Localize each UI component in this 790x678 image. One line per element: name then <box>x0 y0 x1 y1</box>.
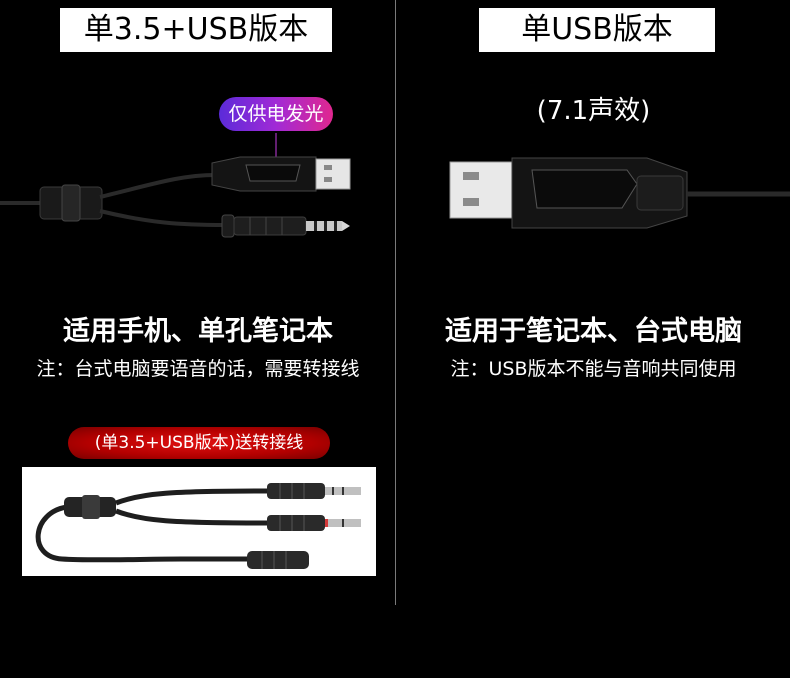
right-subtitle: (7.1声效) <box>536 96 651 126</box>
left-headline: 适用手机、单孔笔记本 <box>63 316 333 347</box>
left-note: 注：台式电脑要语音的话，需要转接线 <box>36 358 360 380</box>
adapter-photo <box>22 467 376 576</box>
left-title: 单3.5+USB版本 <box>60 8 332 52</box>
right-panel: 单USB版本 (7.1声效) 适用于笔记本、台式电脑 注：USB版本不能与音响共… <box>397 0 790 678</box>
y-splitter-adapter-icon <box>35 483 361 569</box>
panel-divider <box>395 0 396 605</box>
right-headline: 适用于笔记本、台式电脑 <box>445 316 742 347</box>
right-title: 单USB版本 <box>479 8 715 52</box>
light-badge: 仅供电发光 <box>219 97 333 131</box>
adapter-badge: (单3.5+USB版本)送转接线 <box>68 427 330 459</box>
left-panel: 单3.5+USB版本 仅供电发光 适用手机、单孔笔记本 <box>0 8 376 576</box>
usb-and-audio-jack-cable-icon <box>0 133 351 238</box>
right-note: 注：USB版本不能与音响共同使用 <box>450 358 737 380</box>
usb-plug-icon <box>449 157 790 229</box>
